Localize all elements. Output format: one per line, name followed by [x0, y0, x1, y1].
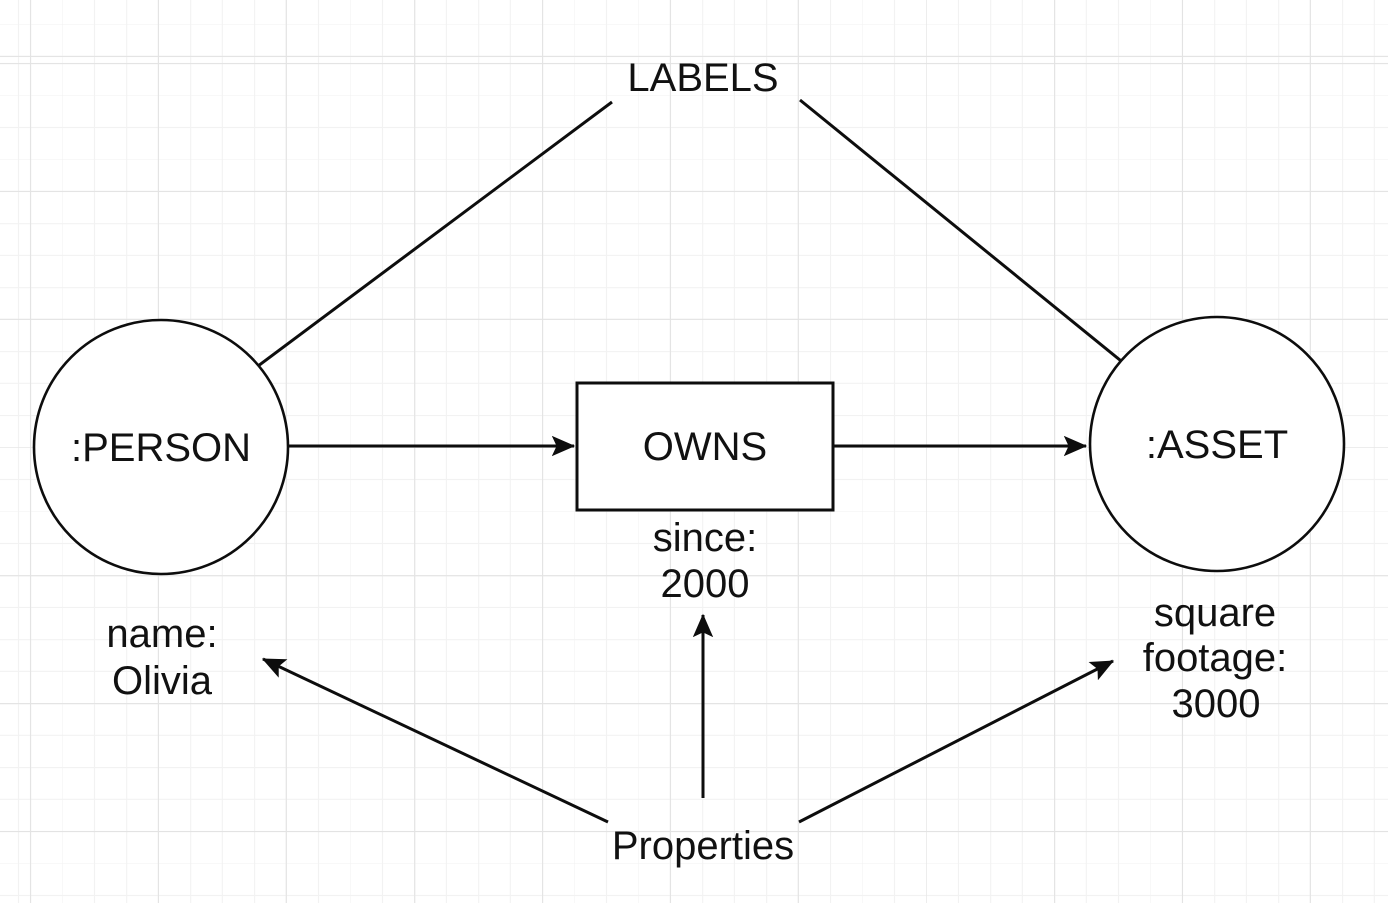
properties-annotation-text[interactable]: Properties — [612, 824, 794, 868]
edge-property-line1[interactable]: since: — [653, 516, 758, 560]
properties-to-asset-property-arrow[interactable] — [798, 659, 1115, 824]
labels-annotation-text[interactable]: LABELS — [627, 56, 778, 100]
edge-property-line2[interactable]: 2000 — [661, 562, 750, 606]
person-property-line2[interactable]: Olivia — [112, 659, 213, 703]
asset-node: :ASSET — [1088, 315, 1346, 573]
person-node-label[interactable]: :PERSON — [71, 426, 251, 470]
labels-to-asset-arrow[interactable] — [799, 98, 1180, 410]
asset-node-label[interactable]: :ASSET — [1146, 423, 1288, 467]
property-values: since: 2000 name: Olivia square footage:… — [106, 516, 1287, 726]
asset-property-line2[interactable]: footage: — [1143, 636, 1288, 680]
person-property-line1[interactable]: name: — [106, 612, 217, 656]
person-node: :PERSON — [32, 318, 290, 576]
labels-annotation-group: LABELS — [198, 56, 1180, 412]
asset-node-circle[interactable] — [1088, 315, 1346, 573]
owns-relationship-box[interactable] — [575, 381, 835, 512]
properties-to-person-property-arrow[interactable] — [261, 657, 609, 824]
properties-annotation-group: Properties — [261, 613, 1115, 868]
person-node-circle[interactable] — [32, 318, 290, 576]
asset-property-line3[interactable]: 3000 — [1172, 682, 1261, 726]
owns-relationship: OWNS — [289, 381, 1088, 512]
labels-to-person-arrow[interactable] — [198, 100, 613, 412]
asset-property-line1[interactable]: square — [1154, 591, 1276, 635]
owns-relationship-label[interactable]: OWNS — [643, 425, 767, 469]
